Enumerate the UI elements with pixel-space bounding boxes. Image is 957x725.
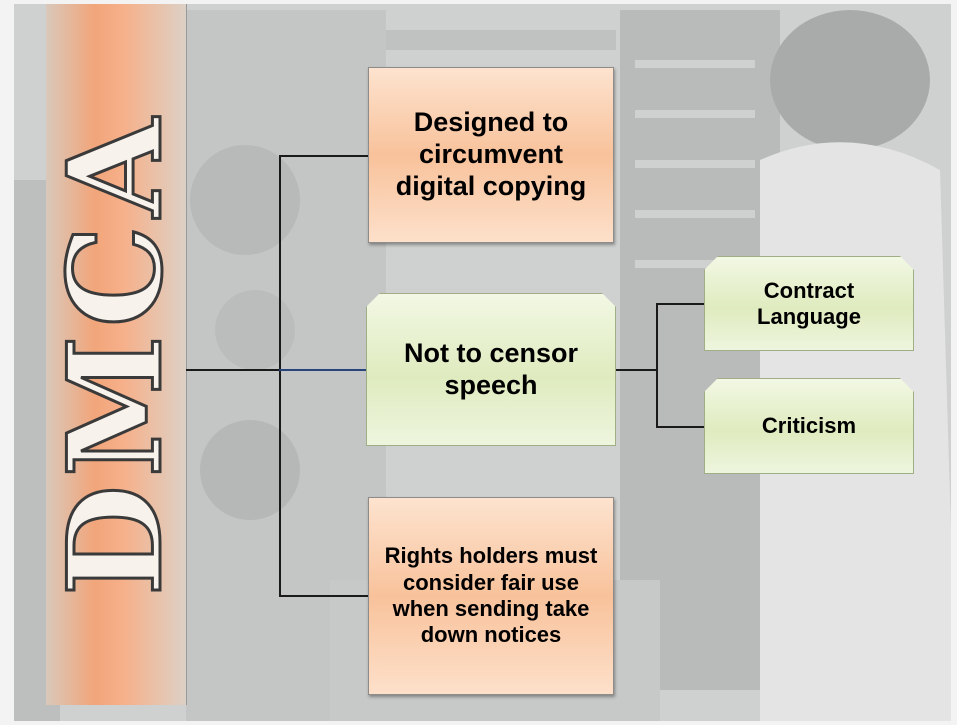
connector-middle bbox=[279, 369, 367, 371]
title-text: DMCA bbox=[40, 0, 193, 705]
connector-trunk bbox=[279, 155, 281, 597]
connector-sub-root bbox=[616, 369, 657, 371]
connector-sub1 bbox=[656, 303, 704, 305]
title-bar bbox=[46, 0, 187, 705]
node-contract-language: Contract Language bbox=[704, 256, 914, 351]
node-rights-holders-label: Rights holders must consider fair use wh… bbox=[384, 543, 598, 648]
connector-sub-trunk bbox=[656, 303, 658, 428]
node-criticism: Criticism bbox=[704, 378, 914, 474]
node-designed-to-circumvent: Designed to circumvent digital copying bbox=[368, 67, 614, 243]
node-designed-to-circumvent-label: Designed to circumvent digital copying bbox=[395, 107, 587, 201]
node-not-to-censor-label: Not to censor speech bbox=[403, 337, 578, 400]
node-criticism-label: Criticism bbox=[761, 413, 857, 439]
node-not-to-censor: Not to censor speech bbox=[366, 293, 616, 446]
title-label: DMCA bbox=[40, 108, 193, 597]
connector-top bbox=[279, 155, 369, 157]
connector-sub2 bbox=[656, 426, 704, 428]
connector-root bbox=[186, 369, 280, 371]
node-rights-holders: Rights holders must consider fair use wh… bbox=[368, 497, 614, 695]
node-contract-language-label: Contract Language bbox=[757, 277, 861, 329]
connector-bottom bbox=[279, 595, 369, 597]
